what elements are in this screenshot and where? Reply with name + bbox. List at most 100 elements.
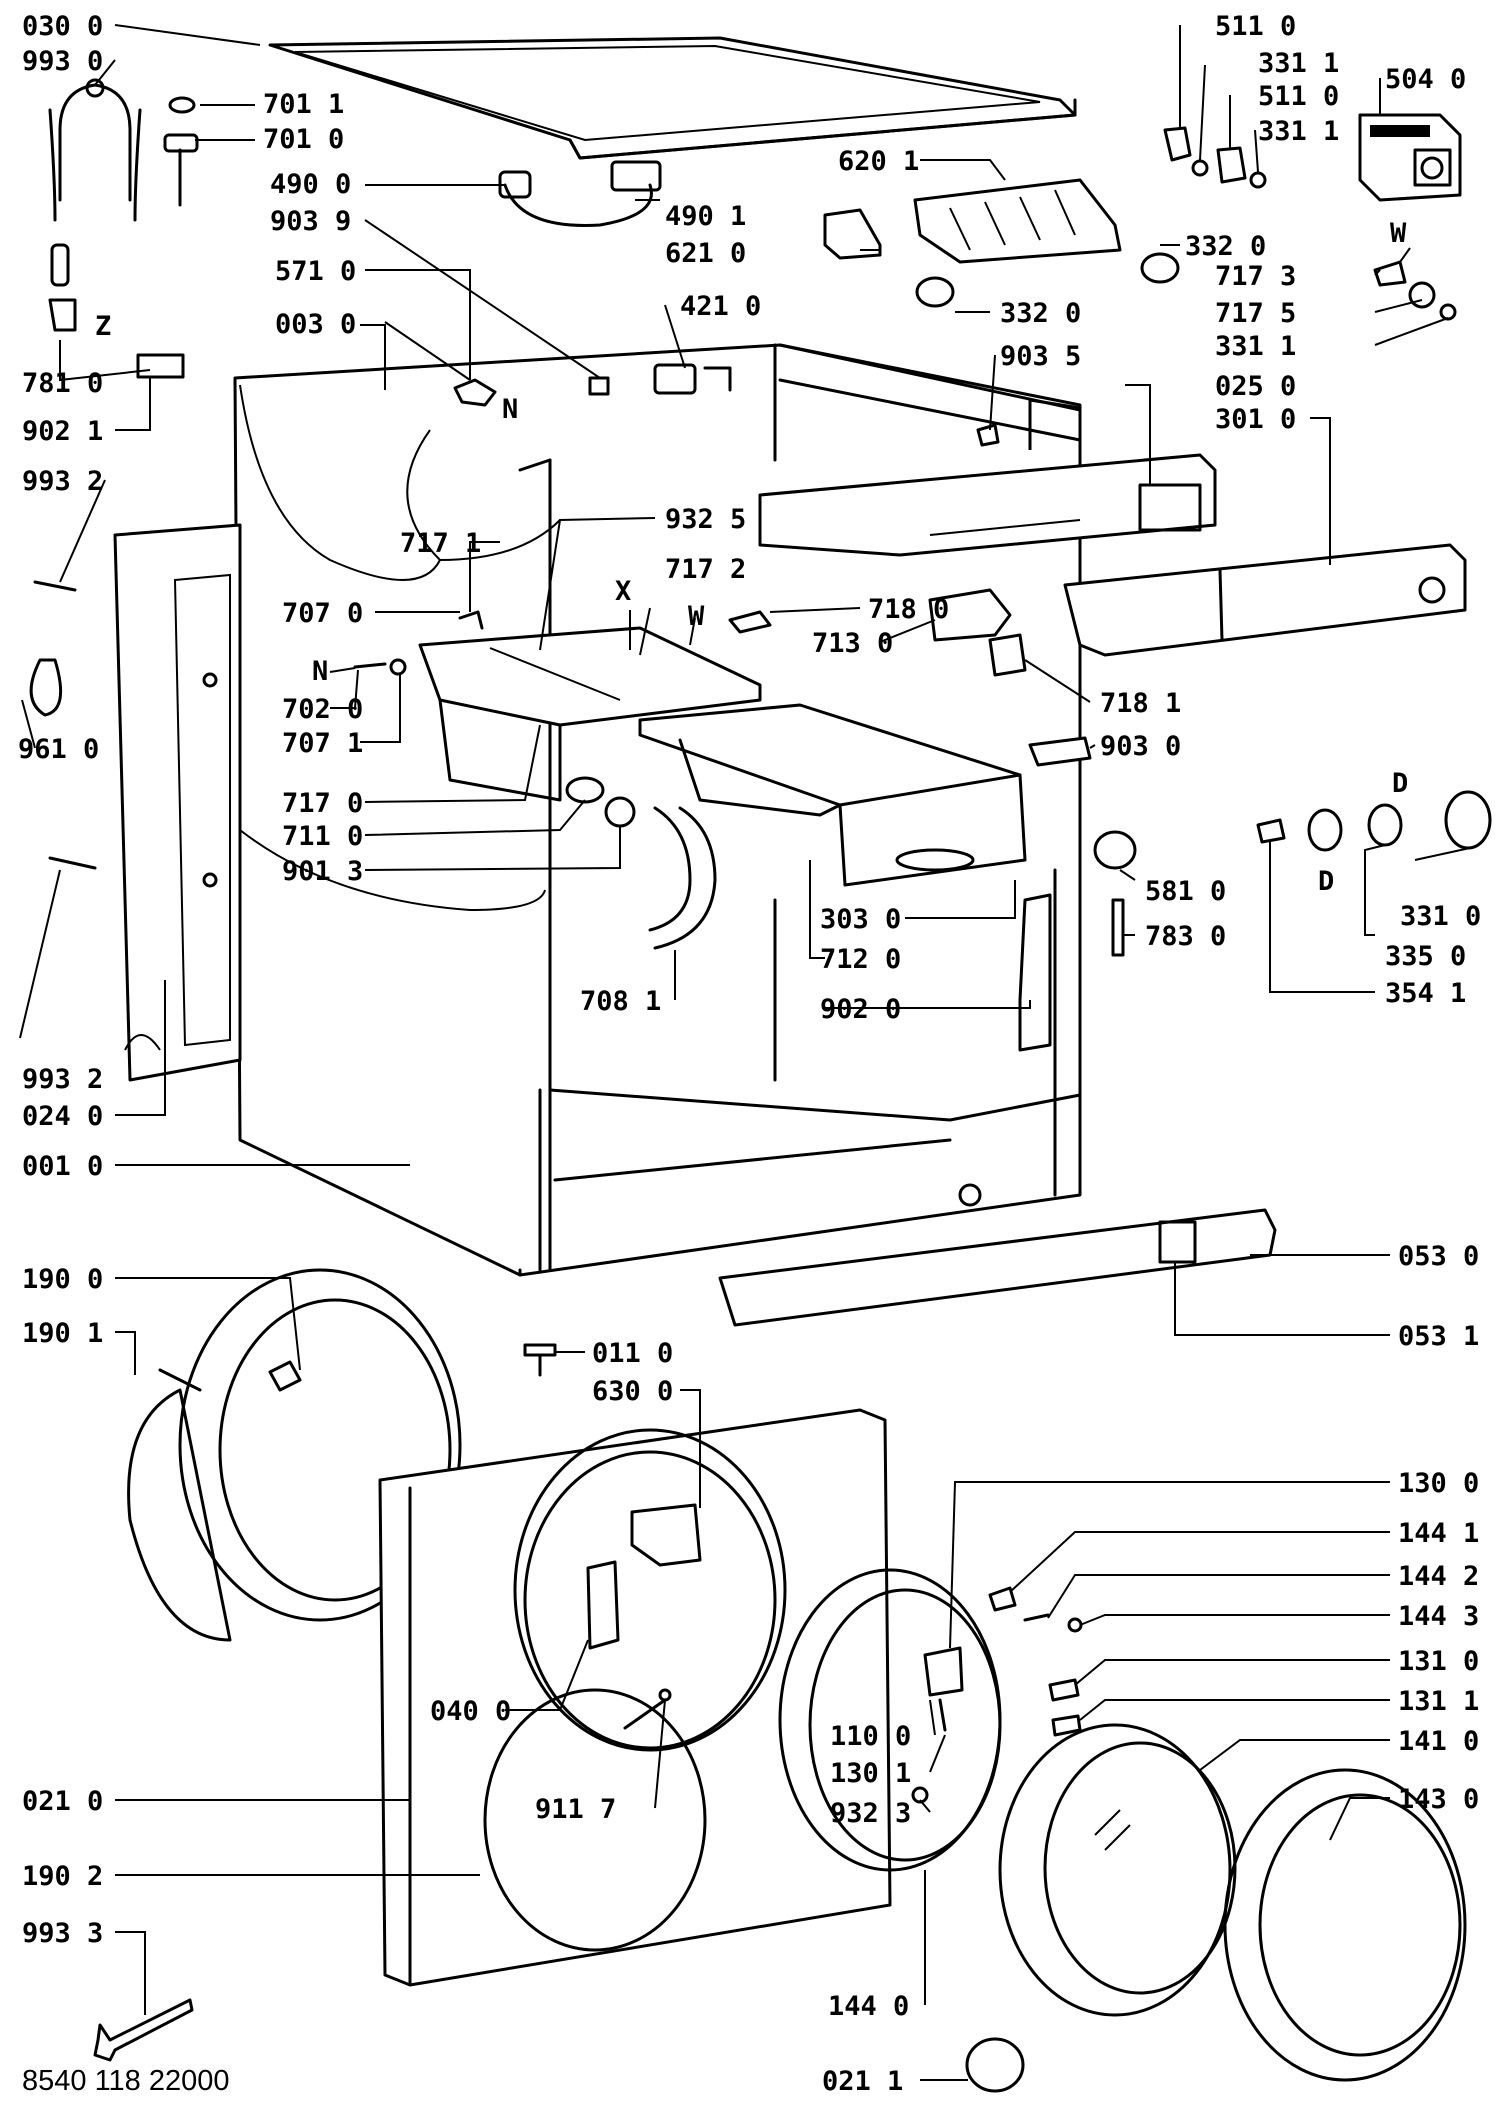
- label-4210: 421 0: [680, 291, 761, 322]
- outer-ring-143-0: [1223, 1768, 1467, 2082]
- part-131-1: [1051, 1714, 1082, 1737]
- label-9035: 903 5: [1000, 341, 1081, 372]
- part-511-0-a: [1163, 126, 1192, 162]
- part-783-0: [1111, 898, 1125, 957]
- label-3541: 354 1: [1385, 978, 1466, 1009]
- part-labels: 030 0 993 0 701 1 701 0 490 0 903 9 490 …: [18, 11, 1481, 2097]
- label-0250: 025 0: [1215, 371, 1296, 402]
- label-1300: 130 0: [1398, 1468, 1479, 1499]
- pressure-switch-581-0: [1093, 830, 1137, 870]
- part-718-1: [988, 633, 1027, 677]
- side-panel: [113, 523, 242, 1082]
- label-4900: 490 0: [270, 169, 351, 200]
- label-7170: 717 0: [282, 788, 363, 819]
- label-7010: 701 0: [263, 124, 344, 155]
- label-n2: N: [312, 656, 328, 687]
- label-0030: 003 0: [275, 309, 356, 340]
- label-3311a: 331 1: [1258, 48, 1339, 79]
- label-1410: 141 0: [1398, 1726, 1479, 1757]
- bolt-701-0: [163, 133, 199, 207]
- label-9020: 902 0: [820, 994, 901, 1025]
- dispenser-housing-711-0: [418, 626, 762, 802]
- hose-708-1: [648, 806, 692, 932]
- label-3010: 301 0: [1215, 404, 1296, 435]
- part-707-1: [389, 658, 407, 676]
- leader-lines: [19, 24, 1471, 2081]
- label-1442: 144 2: [1398, 1561, 1479, 1592]
- label-1900: 190 0: [22, 1264, 103, 1295]
- part-354-1: [1256, 818, 1286, 844]
- timer-504-0: [1358, 113, 1462, 202]
- part-331-1-b: [1249, 171, 1267, 189]
- door-frame-144-0: [778, 1568, 1002, 1872]
- clamp-ring-190-1: [127, 1388, 232, 1642]
- label-3320a: 332 0: [1185, 231, 1266, 262]
- label-9930: 993 0: [22, 46, 103, 77]
- label-1100: 110 0: [830, 1721, 911, 1752]
- ring-961-0: [29, 658, 63, 717]
- label-1902: 190 2: [22, 1861, 103, 1892]
- label-7120: 712 0: [820, 944, 901, 975]
- label-1430: 143 0: [1398, 1784, 1479, 1815]
- label-0010: 001 0: [22, 1151, 103, 1182]
- label-7081: 708 1: [580, 986, 661, 1017]
- label-1441: 144 1: [1398, 1518, 1479, 1549]
- label-5040: 504 0: [1385, 64, 1466, 95]
- label-3320b: 332 0: [1000, 298, 1081, 329]
- cabinet-lower-outline: [239, 829, 546, 912]
- wrench-993-3: [93, 1998, 194, 2062]
- plinth-053-0: [718, 1208, 1277, 1327]
- cabinet-rear-outline: [239, 384, 441, 581]
- label-7011: 701 1: [263, 89, 344, 120]
- part-131-0: [1048, 1678, 1080, 1702]
- plug-701-1: [168, 96, 196, 114]
- hose-708-1-outer: [653, 806, 717, 950]
- label-7175: 717 5: [1215, 298, 1296, 329]
- part-511-0-b: [1216, 146, 1247, 184]
- label-6201: 620 1: [838, 146, 919, 177]
- label-9325: 932 5: [665, 504, 746, 535]
- label-0400: 040 0: [430, 1696, 511, 1727]
- label-d1: D: [1392, 768, 1408, 799]
- relay-621-0: [823, 208, 882, 260]
- door-seal-190-0: [178, 1268, 462, 1622]
- label-6300: 630 0: [592, 1376, 673, 1407]
- label-z: Z: [95, 311, 111, 342]
- label-1443: 144 3: [1398, 1601, 1479, 1632]
- label-6210: 621 0: [665, 238, 746, 269]
- label-7171: 717 1: [400, 528, 481, 559]
- label-7173: 717 3: [1215, 261, 1296, 292]
- control-panel-301-0: [1063, 543, 1467, 657]
- label-0300: 030 0: [22, 11, 103, 42]
- label-7180: 718 0: [868, 594, 949, 625]
- part-144-1: [988, 1586, 1017, 1612]
- part-707-0: [458, 610, 484, 630]
- label-0211: 021 1: [822, 2066, 903, 2097]
- label-7070: 707 0: [282, 598, 363, 629]
- label-9030: 903 0: [1100, 731, 1181, 762]
- label-7181: 718 1: [1100, 688, 1181, 719]
- label-5810: 581 0: [1145, 876, 1226, 907]
- clip-903-9: [588, 376, 610, 396]
- label-3310: 331 0: [1400, 901, 1481, 932]
- label-3311b: 331 1: [1258, 116, 1339, 147]
- label-7020: 702 0: [282, 694, 363, 725]
- part-144-3: [1067, 1617, 1083, 1633]
- label-7830: 783 0: [1145, 921, 1226, 952]
- label-7172: 717 2: [665, 554, 746, 585]
- harness-490: [498, 160, 662, 227]
- screw-993-2-a: [33, 580, 77, 592]
- bracket-902-0: [1018, 893, 1052, 1052]
- label-9932a: 993 2: [22, 466, 103, 497]
- part-717-0: [565, 776, 605, 804]
- label-7110: 711 0: [282, 821, 363, 852]
- label-n1: N: [502, 394, 518, 425]
- label-0210: 021 0: [22, 1786, 103, 1817]
- front-panel-021-0: [378, 1408, 892, 1987]
- label-x: X: [615, 576, 631, 607]
- label-4901: 490 1: [665, 201, 746, 232]
- label-9013: 901 3: [282, 856, 363, 887]
- label-9021: 902 1: [22, 416, 103, 447]
- label-7071: 707 1: [282, 728, 363, 759]
